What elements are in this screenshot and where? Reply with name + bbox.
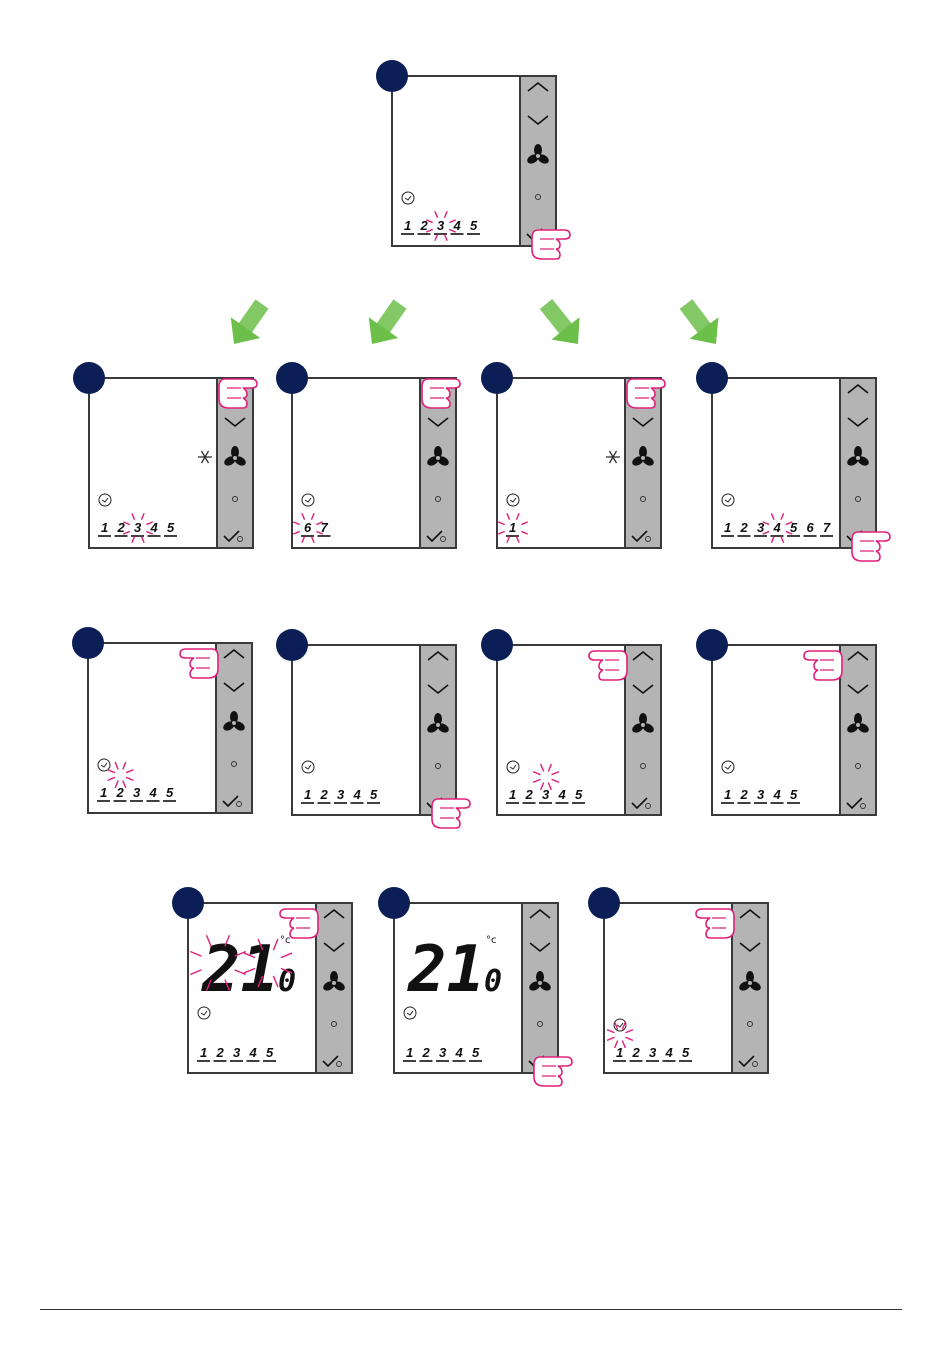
step-badge <box>72 627 104 659</box>
thermostat-panel-c3: 12345 <box>481 629 661 815</box>
button-strip <box>625 645 661 815</box>
day-label: 5 <box>166 785 174 800</box>
day-label: 4 <box>455 1045 464 1060</box>
step-badge <box>276 362 308 394</box>
day-label: 4 <box>773 787 782 802</box>
day-label: 1 <box>509 787 516 802</box>
green-arrow-icon <box>357 294 414 355</box>
day-label: 7 <box>823 520 831 535</box>
day-label: 1 <box>100 785 107 800</box>
temperature-decimal: .0 <box>466 964 502 999</box>
step-badge <box>588 887 620 919</box>
step-badge <box>276 629 308 661</box>
day-label: 2 <box>320 787 329 802</box>
day-label: 1 <box>724 520 731 535</box>
button-strip <box>732 903 768 1073</box>
day-label: 5 <box>266 1045 274 1060</box>
button-strip <box>216 643 252 813</box>
day-label: 5 <box>167 520 175 535</box>
thermostat-panel-c1: 12345 <box>72 627 252 813</box>
day-label: 1 <box>616 1045 623 1060</box>
thermostat-panel-d1: 21.0°c12345 <box>172 887 352 1073</box>
green-arrow-icon <box>532 293 592 355</box>
day-label: 1 <box>101 520 108 535</box>
day-label: 1 <box>404 218 411 233</box>
button-strip <box>316 903 352 1073</box>
day-label: 3 <box>757 787 765 802</box>
day-label: 3 <box>437 218 445 233</box>
button-strip <box>522 903 558 1073</box>
day-label: 3 <box>542 787 550 802</box>
step-badge <box>696 362 728 394</box>
temperature-readout: 21.0°c <box>201 933 296 1007</box>
step-badge <box>73 362 105 394</box>
temperature-unit: °c <box>486 935 497 946</box>
step-badge <box>172 887 204 919</box>
green-arrow-icon <box>219 294 276 355</box>
day-label: 5 <box>370 787 378 802</box>
day-label: 2 <box>216 1045 225 1060</box>
step-badge <box>696 629 728 661</box>
day-label: 6 <box>304 520 312 535</box>
step-badge <box>481 362 513 394</box>
day-label: 3 <box>133 785 141 800</box>
day-label: 1 <box>200 1045 207 1060</box>
day-label: 3 <box>233 1045 241 1060</box>
temperature-unit: °c <box>280 935 291 946</box>
day-label: 4 <box>665 1045 674 1060</box>
day-label: 3 <box>439 1045 447 1060</box>
hand-pointer-icon <box>532 230 570 259</box>
button-strip <box>840 645 876 815</box>
day-label: 1 <box>509 520 516 535</box>
day-label: 1 <box>406 1045 413 1060</box>
day-label: 2 <box>740 787 749 802</box>
day-label: 4 <box>558 787 567 802</box>
temperature-readout: 21.0°c <box>407 933 502 1007</box>
thermostat-panel-b4: 1234567 <box>696 362 890 561</box>
thermostat-panel-b1: 12345 <box>73 362 257 548</box>
green-arrow-icon <box>672 293 731 355</box>
day-label: 2 <box>525 787 534 802</box>
day-label: 5 <box>790 787 798 802</box>
footer-rule <box>40 1309 902 1310</box>
day-label: 4 <box>773 520 782 535</box>
day-label: 4 <box>249 1045 258 1060</box>
day-label: 5 <box>472 1045 480 1060</box>
hand-pointer-icon <box>432 799 470 828</box>
day-label: 3 <box>337 787 345 802</box>
day-label: 2 <box>116 785 125 800</box>
day-label: 2 <box>422 1045 431 1060</box>
step-badge <box>481 629 513 661</box>
day-label: 3 <box>649 1045 657 1060</box>
day-label: 2 <box>632 1045 641 1060</box>
button-strip <box>420 645 456 815</box>
day-label: 5 <box>682 1045 690 1060</box>
day-label: 4 <box>353 787 362 802</box>
day-label: 5 <box>575 787 583 802</box>
day-label: 5 <box>470 218 478 233</box>
day-label: 2 <box>740 520 749 535</box>
day-label: 4 <box>149 785 158 800</box>
day-label: 1 <box>724 787 731 802</box>
temperature-decimal: .0 <box>260 964 296 999</box>
day-label: 6 <box>807 520 815 535</box>
step-badge <box>378 887 410 919</box>
button-strip <box>520 76 556 246</box>
step-badge <box>376 60 408 92</box>
day-label: 1 <box>304 787 311 802</box>
hand-pointer-icon <box>534 1057 572 1086</box>
thermostat-panel-b3: 1 <box>481 362 665 548</box>
button-strip <box>840 378 876 548</box>
day-label: 3 <box>134 520 142 535</box>
hand-pointer-icon <box>852 532 890 561</box>
